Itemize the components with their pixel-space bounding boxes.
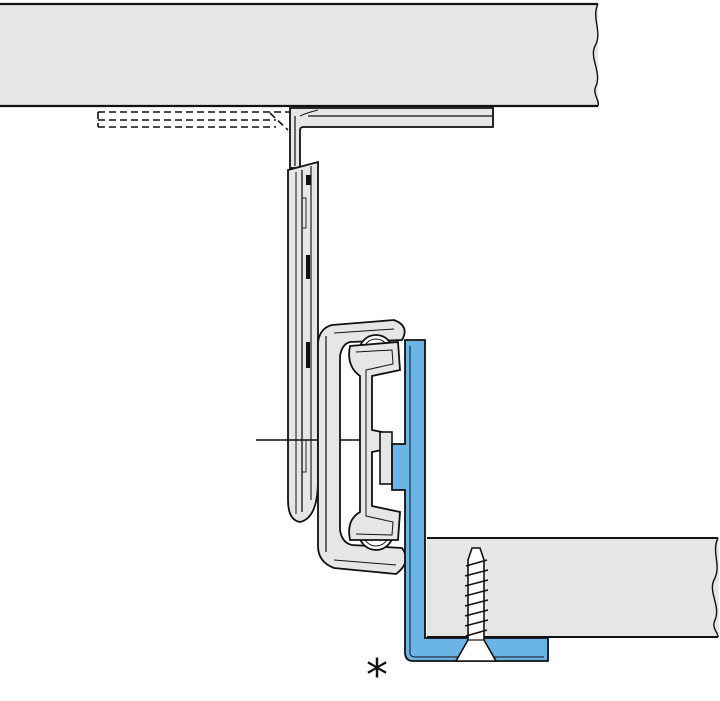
footnote-asterisk: *: [366, 650, 388, 701]
drawer-side-profile: [391, 339, 549, 662]
wood-screw: [454, 547, 498, 662]
mounting-bracket: [289, 107, 494, 169]
slide-cabinet-member: [287, 160, 319, 523]
alternate-bracket-outline: [97, 111, 296, 131]
top-panel: [0, 2, 600, 108]
slide-intermediate-member: [317, 319, 407, 575]
slide-drawer-member: [348, 341, 401, 541]
